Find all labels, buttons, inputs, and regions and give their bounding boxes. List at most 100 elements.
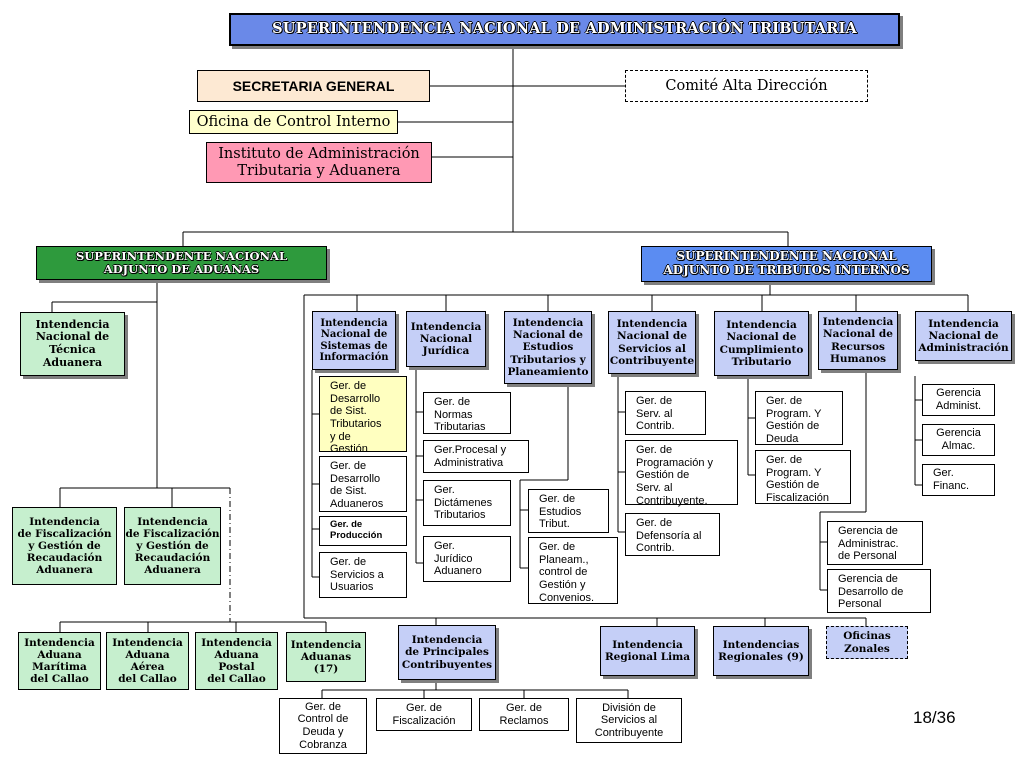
gerencia-fiscalizacion: Ger. de Fiscalización xyxy=(376,698,472,731)
gerencia-administracion-personal: Gerencia de Administrac. de Personal xyxy=(827,521,923,565)
intendencia-fiscalizacion-2: Intendencia de Fiscalización y Gestión d… xyxy=(124,507,221,585)
intendencia-fiscalizacion-1: Intendencia de Fiscalización y Gestión d… xyxy=(12,507,117,585)
gerencia-label: División de Servicios al Contribuyente xyxy=(594,701,664,739)
gerencia-label: Ger.Procesal y Administrativa xyxy=(434,444,507,469)
gerencia-label: Ger. de Desarrollo de Sist. Aduaneros xyxy=(330,460,384,510)
title-box: SUPERINTENDENCIA NACIONAL DE ADMINISTRAC… xyxy=(229,13,900,46)
gerencia-programacion-deuda: Ger. de Program. Y Gestión de Deuda xyxy=(755,391,843,445)
gerencia-planeamiento: Ger. de Planeam., control de Gestión y C… xyxy=(528,537,618,604)
intendencia-aduana-postal: Intendencia Aduana Postal del Callao xyxy=(195,632,278,690)
sistemas-label: Intendencia Nacional de Sistemas de Info… xyxy=(319,317,389,364)
gerencia-label: Ger. de Producción xyxy=(330,519,383,541)
control-interno-label: Oficina de Control Interno xyxy=(196,113,391,130)
intendencia-recursos-humanos: Intendencia Nacional de Recursos Humanos xyxy=(818,311,898,370)
intendencia-servicios: Intendencia Nacional de Servicios al Con… xyxy=(608,311,696,374)
intendencia-aduana-maritima: Intendencia Aduana Marítima del Callao xyxy=(18,632,101,690)
gerencia-programacion-fiscalizacion: Ger. de Program. Y Gestión de Fiscalizac… xyxy=(755,450,851,504)
intendencia-regional-lima: Intendencia Regional Lima xyxy=(600,626,695,676)
principales-label: Intendencia de Principales Contribuyente… xyxy=(401,634,493,671)
division-servicios-contribuyente: División de Servicios al Contribuyente xyxy=(576,698,682,743)
recursos-label: Intendencia Nacional de Recursos Humanos xyxy=(822,316,894,365)
secretaria-general-box: SECRETARIA GENERAL xyxy=(197,70,430,102)
intendencia-aduanas-17: Intendencia Aduanas (17) xyxy=(286,632,366,682)
gerencia-label: Ger. de Control de Deuda y Cobranza xyxy=(297,700,349,751)
adjunto-tributos-box: SUPERINTENDENTE NACIONAL ADJUNTO DE TRIB… xyxy=(641,246,932,282)
gerencia-label: Ger. de Fiscalización xyxy=(392,701,456,727)
gerencia-label: Gerencia de Administrac. de Personal xyxy=(838,525,899,563)
gerencia-label: Ger. Dictámenes Tributarios xyxy=(434,484,493,522)
gerencia-sistemas-aduaneros: Ger. de Desarrollo de Sist. Aduaneros xyxy=(319,456,407,512)
tecnica-label: Intendencia Nacional de Técnica Aduanera xyxy=(35,317,110,369)
gerencia-financiera: Ger. Financ. xyxy=(922,464,995,496)
comite-alta-direccion-box: Comité Alta Dirección xyxy=(625,70,868,102)
intendencia-aduana-aerea: Intendencia Aduana Aérea del Callao xyxy=(106,632,189,690)
gerencia-label: Gerencia Administ. xyxy=(935,387,982,412)
fiscalizacion-2-label: Intendencia de Fiscalización y Gestión d… xyxy=(125,515,220,577)
gerencia-defensoria: Ger. de Defensoría al Contrib. xyxy=(625,513,720,556)
instituto-box: Instituto de Administración Tributaria y… xyxy=(206,142,432,183)
intendencia-cumplimiento: Intendencia Nacional de Cumplimiento Tri… xyxy=(714,311,809,376)
secretaria-general-label: SECRETARIA GENERAL xyxy=(232,77,395,94)
gerencia-label: Ger. de Program. Y Gestión de Fiscalizac… xyxy=(766,454,829,504)
gerencia-estudios-tributarios: Ger. de Estudios Tribut. xyxy=(528,489,609,533)
gerencia-label: Ger. de Desarrollo de Sist. Tributarios … xyxy=(330,380,382,456)
maritima-label: Intendencia Aduana Marítima del Callao xyxy=(24,636,95,686)
gerencia-label: Ger. de Estudios Tribut. xyxy=(539,493,582,531)
control-interno-box: Oficina de Control Interno xyxy=(189,110,398,134)
adjunto-aduanas-label: SUPERINTENDENTE NACIONAL ADJUNTO DE ADUA… xyxy=(75,248,288,276)
gerencia-programacion-servicios: Ger. de Programación y Gestión de Serv. … xyxy=(625,440,738,507)
page-number: 18/36 xyxy=(913,708,956,727)
adjunto-aduanas-box: SUPERINTENDENTE NACIONAL ADJUNTO DE ADUA… xyxy=(36,246,327,280)
gerencia-label: Gerencia de Desarrollo de Personal xyxy=(838,573,904,611)
administracion-label: Intendencia Nacional de Administración xyxy=(918,317,1009,355)
comite-label: Comité Alta Dirección xyxy=(665,77,828,94)
juridica-label: Intendencia Nacional Jurídica xyxy=(410,320,482,358)
gerencia-reclamos: Ger. de Reclamos xyxy=(479,698,569,731)
lima-label: Intendencia Regional Lima xyxy=(604,638,691,663)
gerencia-dictamenes: Ger. Dictámenes Tributarios xyxy=(423,480,511,526)
gerencia-label: Ger. de Serv. al Contrib. xyxy=(636,395,675,433)
intendencia-administracion: Intendencia Nacional de Administración xyxy=(915,311,1012,361)
gerencia-label: Ger. de Normas Tributarias xyxy=(434,396,486,434)
cumplimiento-label: Intendencia Nacional de Cumplimiento Tri… xyxy=(719,319,804,368)
gerencia-produccion: Ger. de Producción xyxy=(319,516,407,546)
adjunto-tributos-label: SUPERINTENDENTE NACIONAL ADJUNTO DE TRIB… xyxy=(663,249,910,277)
gerencia-label: Ger. Financ. xyxy=(933,467,970,492)
gerencia-administrativa: Gerencia Administ. xyxy=(922,384,995,416)
gerencia-desarrollo-personal: Gerencia de Desarrollo de Personal xyxy=(827,569,931,613)
intendencias-regionales: Intendencias Regionales (9) xyxy=(713,626,809,676)
servicios-label: Intendencia Nacional de Servicios al Con… xyxy=(609,318,695,367)
intendencia-sistemas: Intendencia Nacional de Sistemas de Info… xyxy=(312,311,396,370)
fiscalizacion-1-label: Intendencia de Fiscalización y Gestión d… xyxy=(17,515,112,577)
oficinas-zonales: Oficinas Zonales xyxy=(826,626,908,659)
gerencia-label: Ger. de Servicios a Usuarios xyxy=(330,556,384,594)
regionales-label: Intendencias Regionales (9) xyxy=(718,638,804,663)
gerencia-servicios-usuarios: Ger. de Servicios a Usuarios xyxy=(319,552,407,598)
intendencia-juridica: Intendencia Nacional Jurídica xyxy=(406,311,486,367)
aduanas-17-label: Intendencia Aduanas (17) xyxy=(290,638,362,676)
intendencia-tecnica-aduanera: Intendencia Nacional de Técnica Aduanera xyxy=(20,312,125,376)
gerencia-control-deuda: Ger. de Control de Deuda y Cobranza xyxy=(279,698,367,754)
instituto-label: Instituto de Administración Tributaria y… xyxy=(218,145,420,179)
gerencia-juridico-aduanero: Ger. Jurídico Aduanero xyxy=(423,536,511,582)
gerencia-procesal-administrativa: Ger.Procesal y Administrativa xyxy=(423,440,529,473)
gerencia-label: Gerencia Almac. xyxy=(936,427,981,452)
gerencia-sistemas-tributarios: Ger. de Desarrollo de Sist. Tributarios … xyxy=(319,376,407,455)
chart-title: SUPERINTENDENCIA NACIONAL DE ADMINISTRAC… xyxy=(272,20,857,38)
zonales-label: Oficinas Zonales xyxy=(843,630,891,655)
gerencia-label: Ger. de Defensoría al Contrib. xyxy=(636,517,702,555)
gerencia-label: Ger. Jurídico Aduanero xyxy=(434,540,482,578)
intendencia-principales-contribuyentes: Intendencia de Principales Contribuyente… xyxy=(398,625,496,680)
intendencia-estudios: Intendencia Nacional de Estudios Tributa… xyxy=(504,311,592,384)
gerencia-label: Ger. de Planeam., control de Gestión y C… xyxy=(539,541,595,604)
gerencia-label: Ger. de Reclamos xyxy=(499,701,549,727)
postal-label: Intendencia Aduana Postal del Callao xyxy=(201,636,272,686)
estudios-label: Intendencia Nacional de Estudios Tributa… xyxy=(507,317,589,378)
aerea-label: Intendencia Aduana Aérea del Callao xyxy=(112,636,183,686)
gerencia-label: Ger. de Program. Y Gestión de Deuda xyxy=(766,395,822,445)
gerencia-label: Ger. de Programación y Gestión de Serv. … xyxy=(636,444,714,507)
gerencia-normas-tributarias: Ger. de Normas Tributarias xyxy=(423,392,511,434)
gerencia-almacen: Gerencia Almac. xyxy=(922,424,995,456)
gerencia-servicios-contribuyente: Ger. de Serv. al Contrib. xyxy=(625,391,706,435)
